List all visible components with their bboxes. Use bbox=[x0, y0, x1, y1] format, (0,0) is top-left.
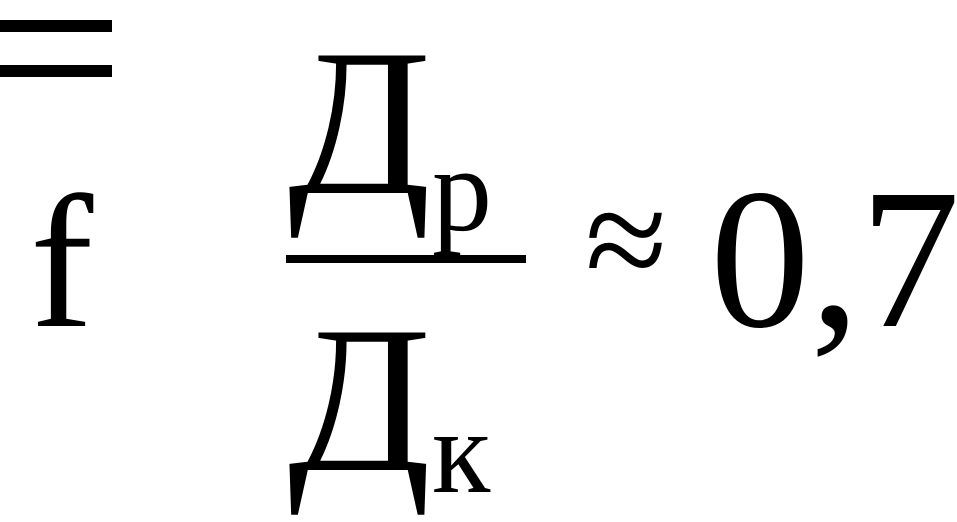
equals-sign bbox=[0, 0, 112, 84]
formula-lhs: f bbox=[30, 158, 94, 368]
approx-sign: ≈ bbox=[585, 157, 668, 323]
fraction-bar bbox=[286, 255, 526, 263]
numerator-subscript: р bbox=[432, 123, 492, 256]
numerator-symbol: Д bbox=[288, 7, 432, 239]
equals-bar-top bbox=[0, 20, 112, 32]
equals-bar-bottom bbox=[0, 65, 112, 77]
formula-value: 0,7 bbox=[710, 149, 957, 370]
denominator-symbol: Д bbox=[288, 284, 432, 516]
denominator-subscript: к bbox=[432, 385, 491, 518]
